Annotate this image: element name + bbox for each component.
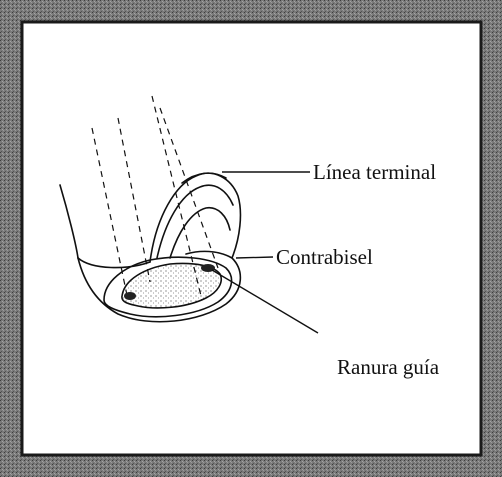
label-contrabisel: Contrabisel [276,247,373,268]
groove-spot-left [124,292,136,300]
label-ranura-guia: Ranura guía [337,357,439,378]
tooth-outline [60,173,240,322]
leader-contrabisel [236,257,273,258]
label-linea-terminal: Línea terminal [313,162,436,183]
inner-border-line [22,22,481,455]
